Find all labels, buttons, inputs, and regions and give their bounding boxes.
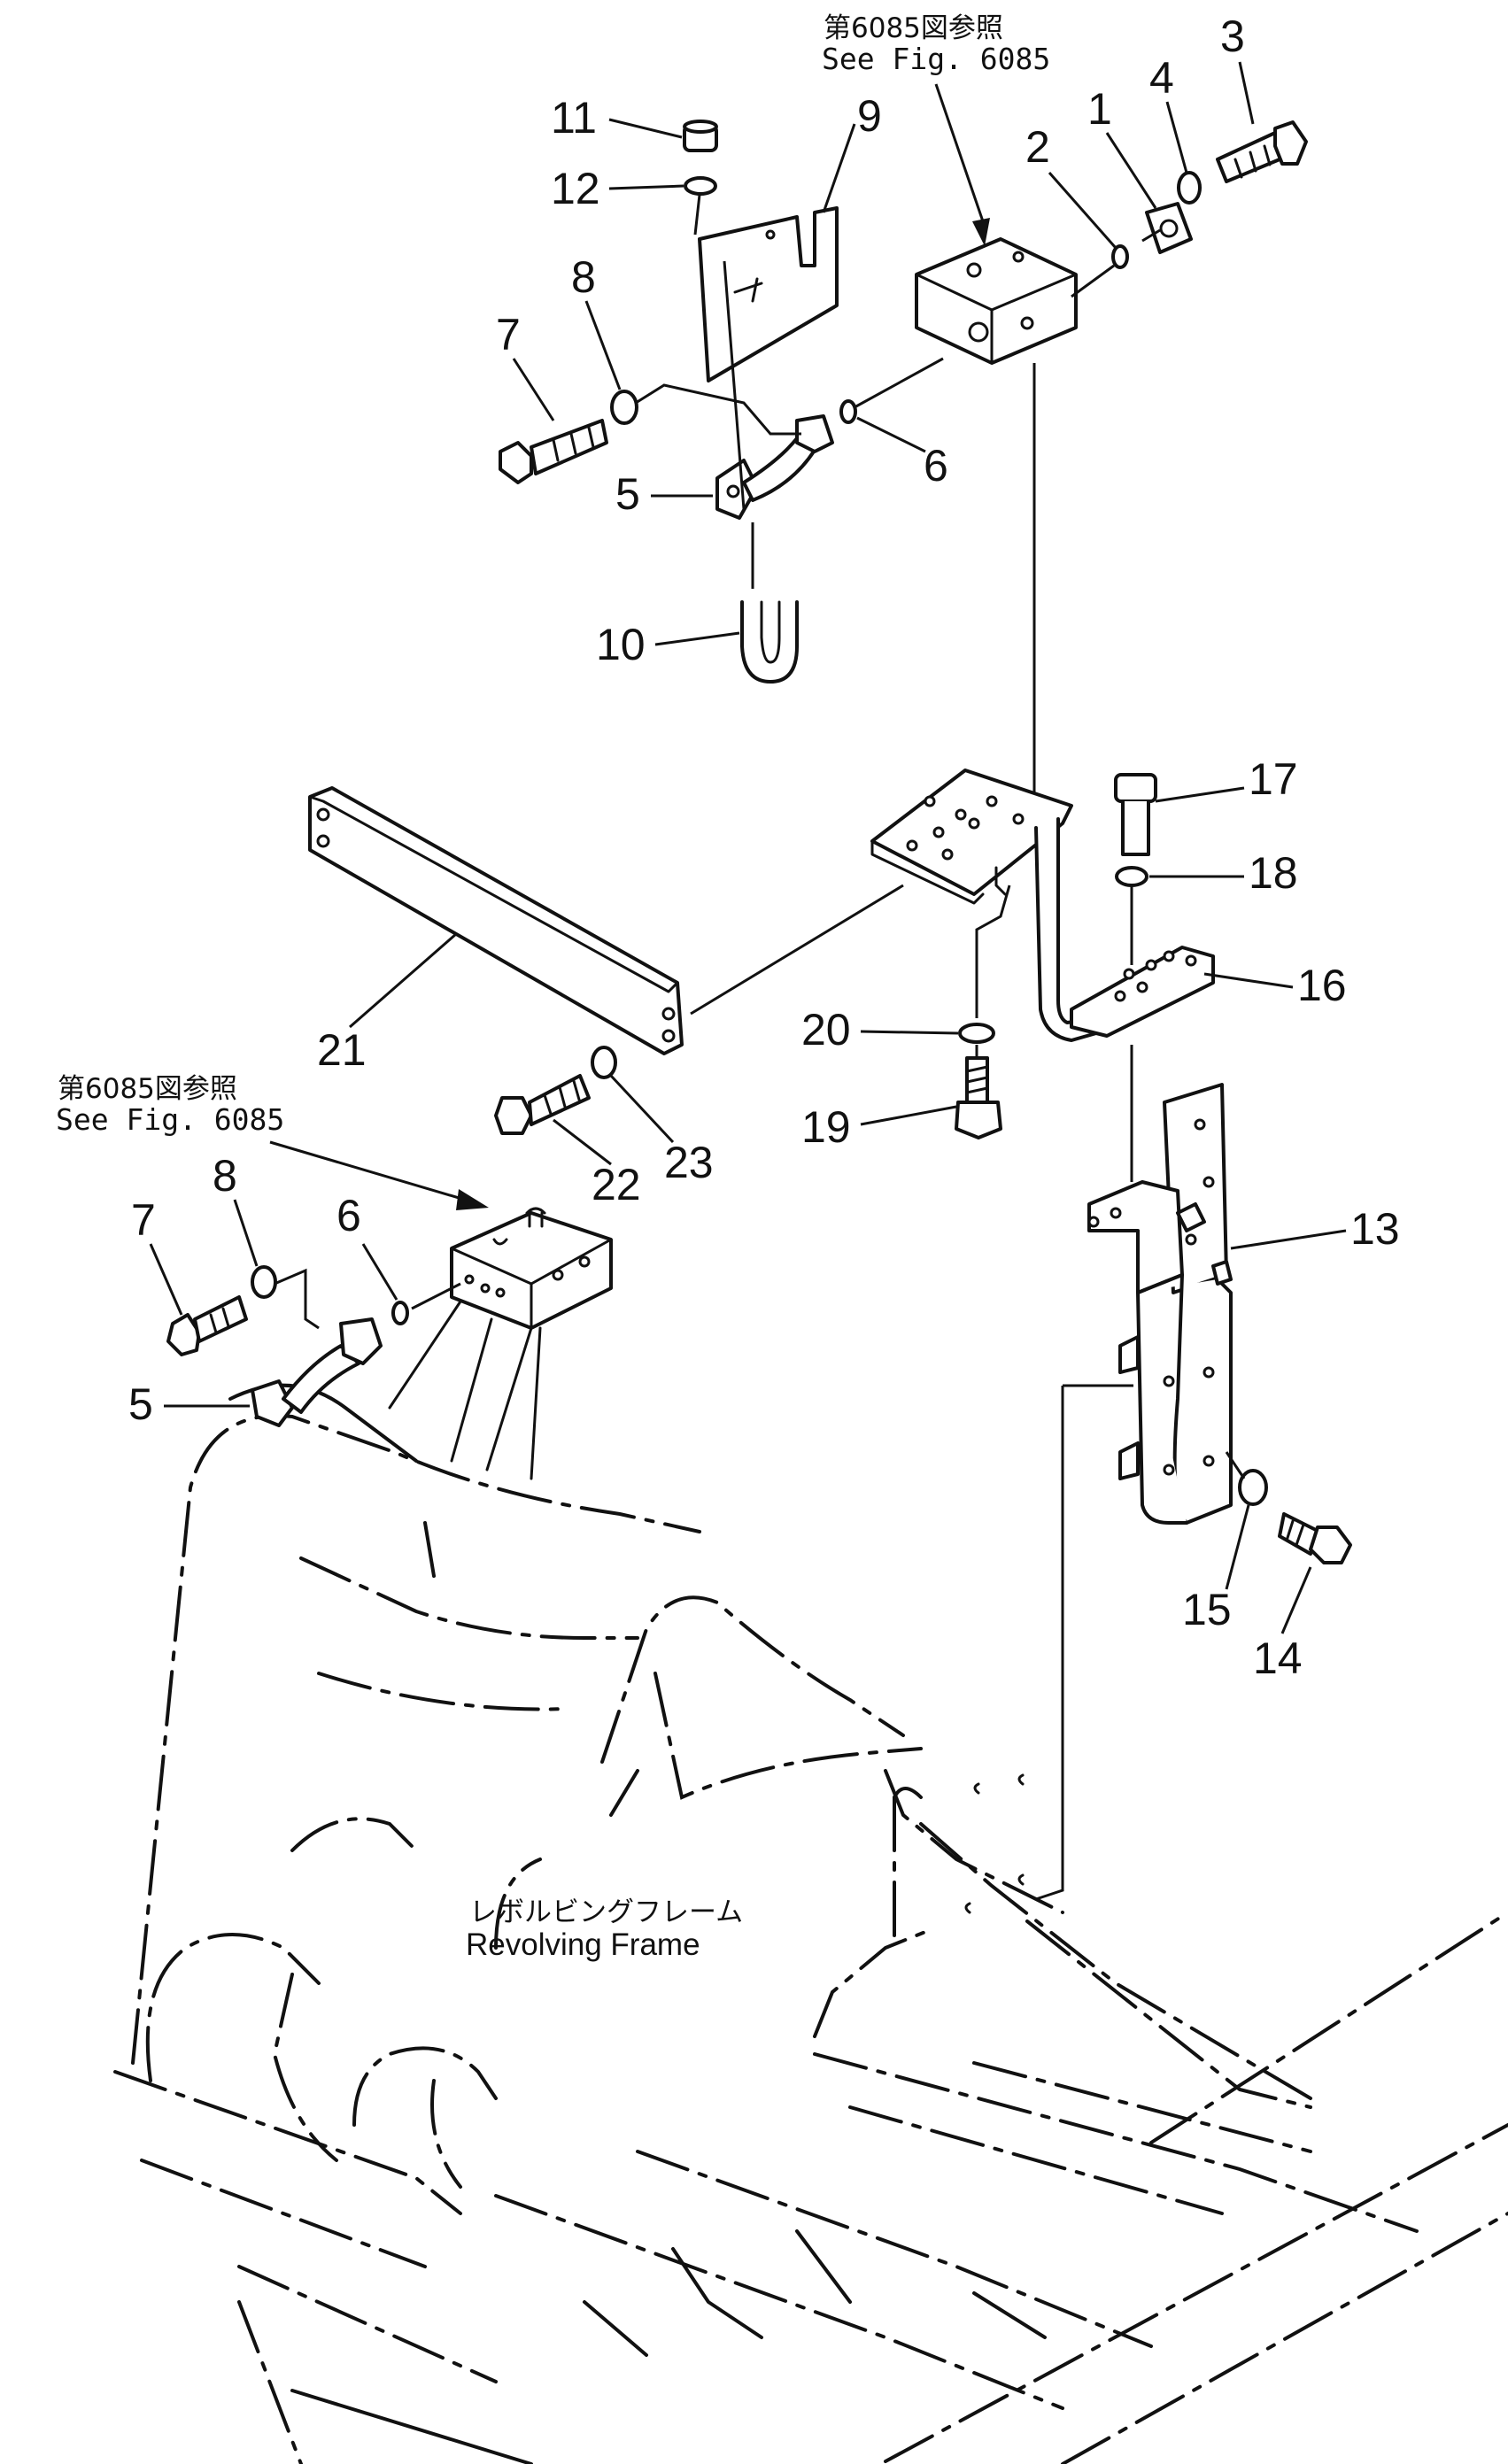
pipe-5-bottom — [251, 1317, 383, 1427]
label-8-bottom: 8 — [213, 1151, 237, 1201]
reference-note-top: 第6085図参照 See Fig. 6085 — [822, 12, 1050, 246]
label-14: 14 — [1253, 1634, 1303, 1683]
bracket-16 — [870, 769, 1215, 1042]
bracket-13 — [1087, 1083, 1233, 1525]
reference-top-jp: 第6085図参照 — [824, 12, 1003, 44]
label-19: 19 — [801, 1102, 851, 1152]
bolt-22 — [494, 1074, 591, 1135]
label-20: 20 — [801, 1005, 851, 1054]
label-12: 12 — [551, 164, 600, 213]
reference-note-left: 第6085図参照 See Fig. 6085 — [56, 1073, 489, 1210]
o-ring-6-top — [839, 399, 857, 424]
label-23: 23 — [664, 1138, 714, 1187]
frame-label-jp: レボルビングフレーム — [469, 1896, 743, 1928]
reference-top-en: See Fig. 6085 — [822, 42, 1050, 76]
label-11: 11 — [551, 93, 597, 143]
washer-4 — [1177, 171, 1202, 205]
bolt-19 — [955, 1056, 1002, 1139]
washer-12 — [684, 176, 717, 196]
reference-left-jp: 第6085図参照 — [58, 1073, 237, 1105]
label-16: 16 — [1297, 961, 1347, 1010]
clamp-10 — [740, 600, 799, 684]
washer-8-bottom — [251, 1265, 277, 1299]
label-13: 13 — [1350, 1204, 1400, 1254]
frame-label: レボルビングフレーム Revolving Frame — [466, 1896, 743, 1962]
reference-top-arrowhead — [972, 218, 990, 246]
washer-23 — [591, 1046, 617, 1079]
revolving-frame — [113, 1383, 1508, 2464]
nut-11 — [683, 120, 718, 152]
label-17: 17 — [1249, 754, 1298, 804]
label-5-top: 5 — [615, 469, 640, 519]
label-8-top: 8 — [571, 252, 596, 302]
label-22: 22 — [592, 1160, 641, 1209]
label-6-top: 6 — [924, 441, 948, 490]
o-ring-6-bottom — [391, 1301, 409, 1325]
label-15: 15 — [1182, 1585, 1232, 1634]
label-9: 9 — [857, 91, 882, 141]
label-1: 1 — [1087, 84, 1112, 134]
label-7-top: 7 — [496, 310, 521, 359]
bar-21 — [308, 786, 684, 1055]
bolt-7-top — [499, 419, 608, 484]
valve-block-left — [450, 1207, 613, 1330]
label-21: 21 — [317, 1025, 367, 1075]
washer-15 — [1238, 1469, 1268, 1506]
frame-label-en: Revolving Frame — [466, 1927, 700, 1962]
label-4: 4 — [1149, 53, 1174, 103]
bolt-14 — [1278, 1512, 1352, 1564]
reference-left-en: See Fig. 6085 — [56, 1102, 284, 1137]
bolt-17 — [1114, 773, 1157, 856]
washer-8-top — [610, 390, 638, 425]
bolt-7-bottom — [166, 1295, 248, 1356]
flange-1 — [1145, 202, 1193, 254]
washer-18 — [1115, 866, 1148, 887]
valve-block-top — [915, 237, 1078, 365]
reference-left-arrowhead — [456, 1189, 489, 1210]
label-7-bottom: 7 — [131, 1195, 156, 1245]
label-2: 2 — [1025, 122, 1050, 172]
label-3: 3 — [1220, 12, 1245, 61]
label-5-bottom: 5 — [128, 1379, 153, 1429]
bolt-3 — [1216, 120, 1308, 183]
washer-20 — [958, 1023, 995, 1044]
label-10: 10 — [596, 620, 646, 669]
o-ring-2 — [1111, 244, 1129, 269]
label-6-bottom: 6 — [336, 1191, 361, 1240]
part-labels: 11 12 9 8 7 5 10 6 2 1 4 3 17 — [128, 12, 1400, 1683]
label-18: 18 — [1249, 848, 1298, 898]
bracket-9 — [698, 206, 839, 382]
pipe-5-top — [715, 414, 834, 520]
